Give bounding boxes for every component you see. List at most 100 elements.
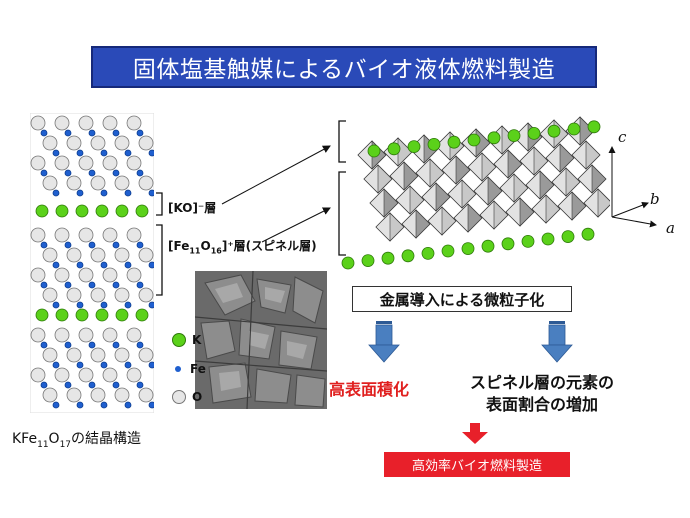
oxygen-atom <box>66 387 82 403</box>
iron-atom <box>100 401 108 409</box>
b-axis-label: b <box>650 190 660 208</box>
iron-atom <box>52 149 60 157</box>
potassium-atom <box>581 227 595 241</box>
potassium-atom <box>521 235 535 248</box>
potassium-atom <box>461 242 475 256</box>
oxygen-atom <box>138 175 154 191</box>
oxygen-atom <box>42 135 58 151</box>
oxygen-atom <box>90 387 106 403</box>
octahedron-face <box>499 173 515 203</box>
octahedron-face <box>513 122 529 152</box>
oxygen-atom <box>30 327 46 343</box>
axis-indicator <box>608 146 657 228</box>
iron-atom <box>136 341 144 349</box>
potassium-atom <box>401 249 415 263</box>
iron-atom <box>64 241 72 249</box>
potassium-atom <box>115 204 129 218</box>
potassium-swatch <box>172 333 186 347</box>
oxygen-atom <box>78 115 94 131</box>
octahedron-face <box>421 182 437 212</box>
octahedron-face <box>427 206 443 236</box>
iron-atom <box>136 169 144 177</box>
octahedron-face <box>395 185 411 215</box>
oxygen-atom <box>114 287 130 303</box>
iron-atom <box>52 361 60 369</box>
oxygen-atom <box>114 347 130 363</box>
iron-atom <box>40 129 48 137</box>
oxygen-atom <box>54 155 70 171</box>
octahedron-face <box>551 167 567 197</box>
potassium-atom <box>35 204 49 218</box>
octahedron-face <box>571 140 587 170</box>
down-arrow-left <box>368 321 400 363</box>
potassium-atom <box>75 308 89 322</box>
octahedron-face <box>369 188 385 218</box>
potassium-atom <box>567 122 581 136</box>
page-title: 固体塩基触媒によるバイオ液体燃料製造 <box>132 57 556 83</box>
potassium-atom <box>341 256 355 270</box>
iron-atom <box>148 149 154 157</box>
oxygen-atom <box>138 287 154 303</box>
legend-oxygen: O <box>172 390 202 404</box>
iron-atom <box>124 261 132 269</box>
potassium-atom <box>95 308 109 322</box>
oxygen-atom <box>126 367 142 383</box>
iron-atom <box>100 189 108 197</box>
potassium-atom <box>55 204 69 218</box>
iron-atom <box>88 129 96 137</box>
potassium-atom <box>135 308 149 322</box>
structure-caption: KFe11O17の結晶構造 <box>12 431 142 450</box>
octahedron-face <box>363 164 379 194</box>
oxygen-atom <box>126 227 142 243</box>
iron-atom <box>136 381 144 389</box>
title-banner: 固体塩基触媒によるバイオ液体燃料製造 <box>91 46 597 88</box>
potassium-atom <box>381 251 395 265</box>
oxygen-atom <box>66 175 82 191</box>
oxygen-atom <box>138 347 154 363</box>
potassium-atom <box>481 239 495 253</box>
ko-pointer-arrow <box>221 145 331 205</box>
octahedron-face <box>453 203 469 233</box>
oxygen-atom <box>114 247 130 263</box>
fe-layer-label: [Fe11O16]⁺層(スピネル層) <box>168 239 317 256</box>
oxygen-atom <box>78 367 94 383</box>
oxygen-atom <box>126 115 142 131</box>
oxygen-atom <box>66 287 82 303</box>
oxygen-atom <box>42 347 58 363</box>
oxygen-atom <box>30 115 46 131</box>
iron-atom <box>100 149 108 157</box>
iron-atom <box>124 189 132 197</box>
iron-atom <box>76 189 84 197</box>
oxygen-atom <box>54 115 70 131</box>
sem-micrograph <box>195 271 327 409</box>
iron-swatch <box>175 366 181 372</box>
octahedron-face <box>375 212 391 242</box>
iron-atom <box>112 381 120 389</box>
oxygen-atom <box>102 227 118 243</box>
iron-atom <box>76 401 84 409</box>
potassium-atom <box>547 124 561 138</box>
oxygen-atom <box>30 155 46 171</box>
iron-atom <box>124 301 132 309</box>
potassium-atom <box>487 131 501 145</box>
iron-atom <box>40 281 48 289</box>
b-axis-arrow <box>611 201 649 218</box>
octahedron-face <box>545 143 561 173</box>
potassium-atom <box>467 133 481 147</box>
octahedron-face <box>473 176 489 206</box>
octahedron-face <box>415 158 431 188</box>
iron-atom <box>64 169 72 177</box>
iron-atom <box>88 341 96 349</box>
iron-atom <box>40 381 48 389</box>
oxygen-atom <box>90 175 106 191</box>
oxygen-atom <box>102 267 118 283</box>
metal-introduction-box: 金属導入による微粒子化 <box>352 286 572 312</box>
iron-atom <box>52 189 60 197</box>
oxygen-atom <box>126 327 142 343</box>
oxygen-atom <box>126 267 142 283</box>
oxygen-atom <box>30 367 46 383</box>
oxygen-atom <box>78 155 94 171</box>
potassium-atom <box>541 232 555 246</box>
potassium-atom <box>361 254 375 268</box>
